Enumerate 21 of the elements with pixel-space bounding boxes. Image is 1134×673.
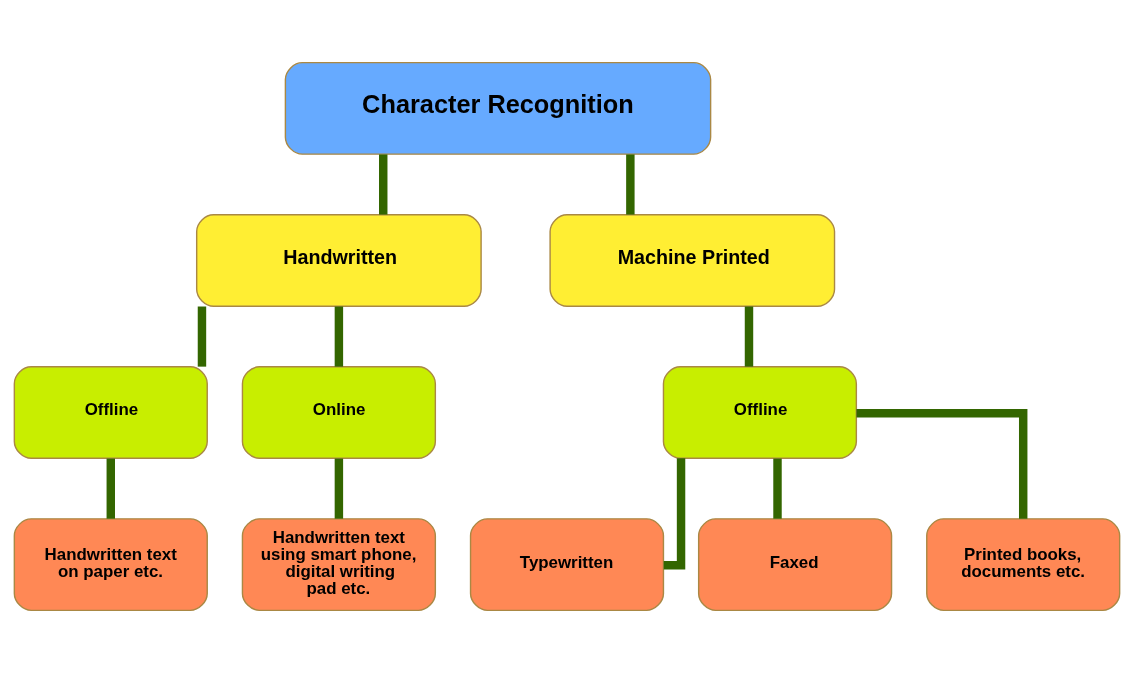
connector	[773, 458, 782, 519]
connector	[379, 154, 388, 215]
node-box: Typewritten	[469, 518, 665, 612]
connector	[663, 458, 686, 570]
connector	[334, 458, 344, 519]
node-box: Online	[241, 366, 437, 459]
node-box: Handwritten text on paper etc.	[13, 518, 208, 612]
node-box: Printed books, documents etc.	[926, 518, 1121, 612]
connector	[856, 409, 1028, 519]
node-box: Faxed	[697, 518, 893, 612]
node-box: Character Recognition	[284, 61, 712, 155]
connector	[197, 306, 207, 367]
connector	[626, 154, 635, 215]
node-box: Handwritten	[195, 214, 482, 307]
connector	[334, 306, 344, 367]
node-box: Offline	[13, 366, 208, 459]
node-box: Handwritten text using smart phone, digital writing pad etc.	[241, 518, 437, 612]
node-box: Machine Printed	[549, 214, 836, 307]
connector	[106, 458, 115, 519]
node-box: Offline	[662, 366, 858, 459]
connector	[744, 306, 754, 367]
